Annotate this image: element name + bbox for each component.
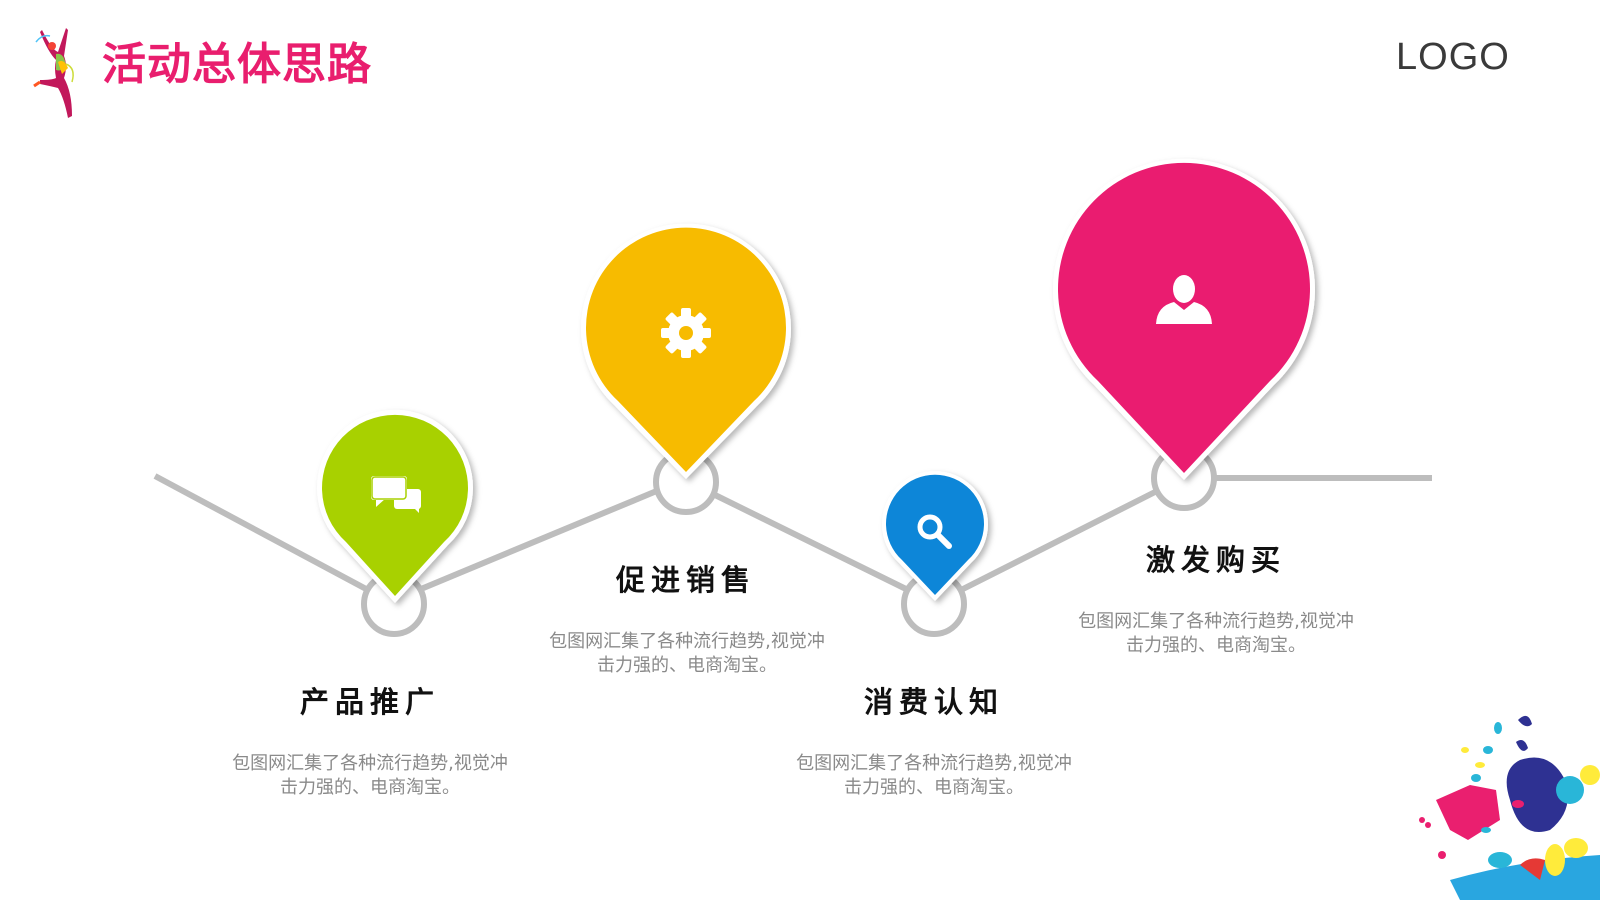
search-icon: [917, 514, 952, 549]
stage-desc-2-line2: 击力强的、电商淘宝。: [597, 655, 777, 676]
logo-text: LOGO: [1396, 36, 1510, 78]
stage-desc-2-line1: 包图网汇集了各种流行趋势,视觉冲: [549, 631, 825, 652]
timeline-path: [153, 473, 1432, 593]
stage-desc-1-line1: 包图网汇集了各种流行趋势,视觉冲: [232, 753, 508, 774]
paint-splash-icon: [1419, 715, 1600, 900]
stage-desc-3: 包图网汇集了各种流行趋势,视觉冲 击力强的、电商淘宝。: [774, 752, 1094, 800]
stage-desc-4-line2: 击力强的、电商淘宝。: [1126, 635, 1306, 656]
stage-desc-1-line2: 击力强的、电商淘宝。: [280, 777, 460, 798]
stage-desc-3-line1: 包图网汇集了各种流行趋势,视觉冲: [796, 753, 1072, 774]
page-title: 活动总体思路: [102, 39, 372, 90]
user-icon: [1156, 275, 1212, 324]
stage-desc-4-line1: 包图网汇集了各种流行趋势,视觉冲: [1078, 611, 1354, 632]
gear-icon: [661, 308, 711, 358]
stage-desc-2: 包图网汇集了各种流行趋势,视觉冲 击力强的、电商淘宝。: [527, 630, 847, 678]
chat-bubbles-icon: [371, 476, 421, 513]
stage-title-2: 促进销售: [615, 563, 756, 597]
stage-desc-4: 包图网汇集了各种流行趋势,视觉冲 击力强的、电商淘宝。: [1056, 610, 1376, 658]
stage-title-3: 消费认知: [863, 685, 1004, 719]
stage-desc-3-line2: 击力强的、电商淘宝。: [844, 777, 1024, 798]
stage-title-1: 产品推广: [299, 685, 440, 719]
stage-title-4: 激发购买: [1145, 543, 1286, 577]
dancer-logo-icon: [33, 28, 74, 118]
stage-desc-1: 包图网汇集了各种流行趋势,视觉冲 击力强的、电商淘宝。: [210, 752, 530, 800]
